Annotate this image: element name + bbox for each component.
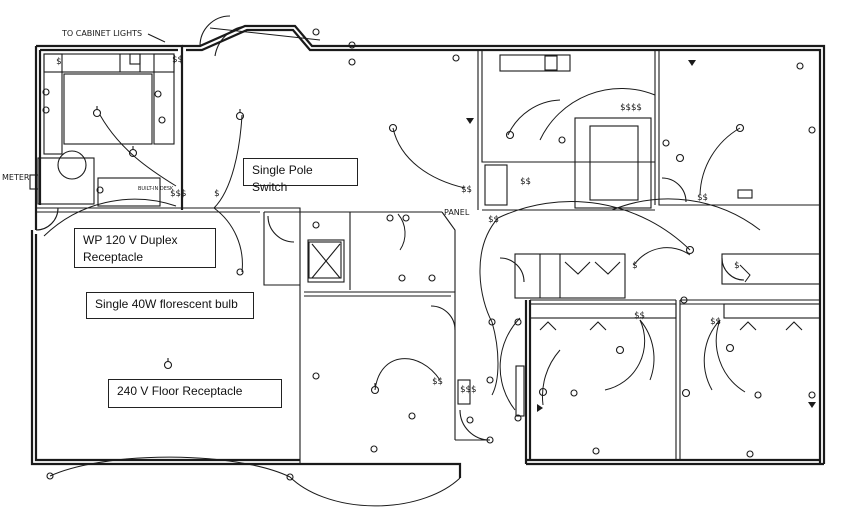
handwritten-labels: TO CABINET LIGHTS METER PANEL BUILT-IN D…	[2, 29, 470, 217]
switch-double-bedroom3: $$	[634, 311, 645, 321]
callout-wp-receptacle: WP 120 V Duplex Receptacle	[74, 228, 216, 268]
callout-florescent-bulb-text: Single 40W florescent bulb	[95, 297, 238, 311]
door-swings	[29, 15, 745, 441]
switch-single-closet: $	[734, 261, 739, 271]
callout-floor-receptacle-text: 240 V Floor Receptacle	[117, 384, 243, 398]
interior-walls	[36, 50, 821, 464]
label-panel: PANEL	[444, 208, 470, 217]
switch-double-bedroom1: $$	[697, 193, 708, 203]
switch-double-bath: $$	[520, 177, 531, 187]
switch-single-dining: $	[214, 189, 219, 199]
callout-single-pole-switch: Single Pole Switch	[243, 158, 358, 194]
label-built-in-desk: BUILT-IN DESK	[138, 186, 174, 192]
switch-double-hall: $$	[488, 215, 499, 225]
callout-floor-receptacle: 240 V Floor Receptacle	[108, 379, 282, 408]
switch-triple-hall: $$$	[460, 385, 476, 395]
exterior-walls	[30, 24, 826, 478]
callout-wp-receptacle-text: WP 120 V Duplex Receptacle	[83, 233, 178, 264]
switch-double-bedroom2: $$	[432, 377, 443, 387]
switch-triple-kitchen: $$$	[170, 189, 186, 199]
switch-double-living: $$	[461, 185, 472, 195]
special-symbols	[129, 53, 816, 412]
wiring-runs	[43, 27, 761, 507]
switch-double-kitchen-top: $$	[172, 55, 183, 65]
switch-double-bedroom4: $$	[710, 317, 721, 327]
switch-single-hall: $	[632, 261, 637, 271]
label-cabinet-lights: TO CABINET LIGHTS	[61, 29, 142, 38]
switch-single-kitchen-top: $	[56, 57, 61, 67]
callout-florescent-bulb: Single 40W florescent bulb	[86, 292, 254, 319]
label-meter: METER	[2, 173, 30, 182]
light-fixtures	[42, 28, 816, 481]
switch-symbols: $$$ $ $$ $$ $$ $$$$ $$ $$ $$$ $$ $$ $ $ …	[56, 55, 739, 395]
callout-single-pole-switch-text: Single Pole Switch	[252, 163, 313, 194]
kitchen-cabinets	[37, 53, 175, 207]
switch-quad-bath: $$$$	[620, 103, 642, 113]
